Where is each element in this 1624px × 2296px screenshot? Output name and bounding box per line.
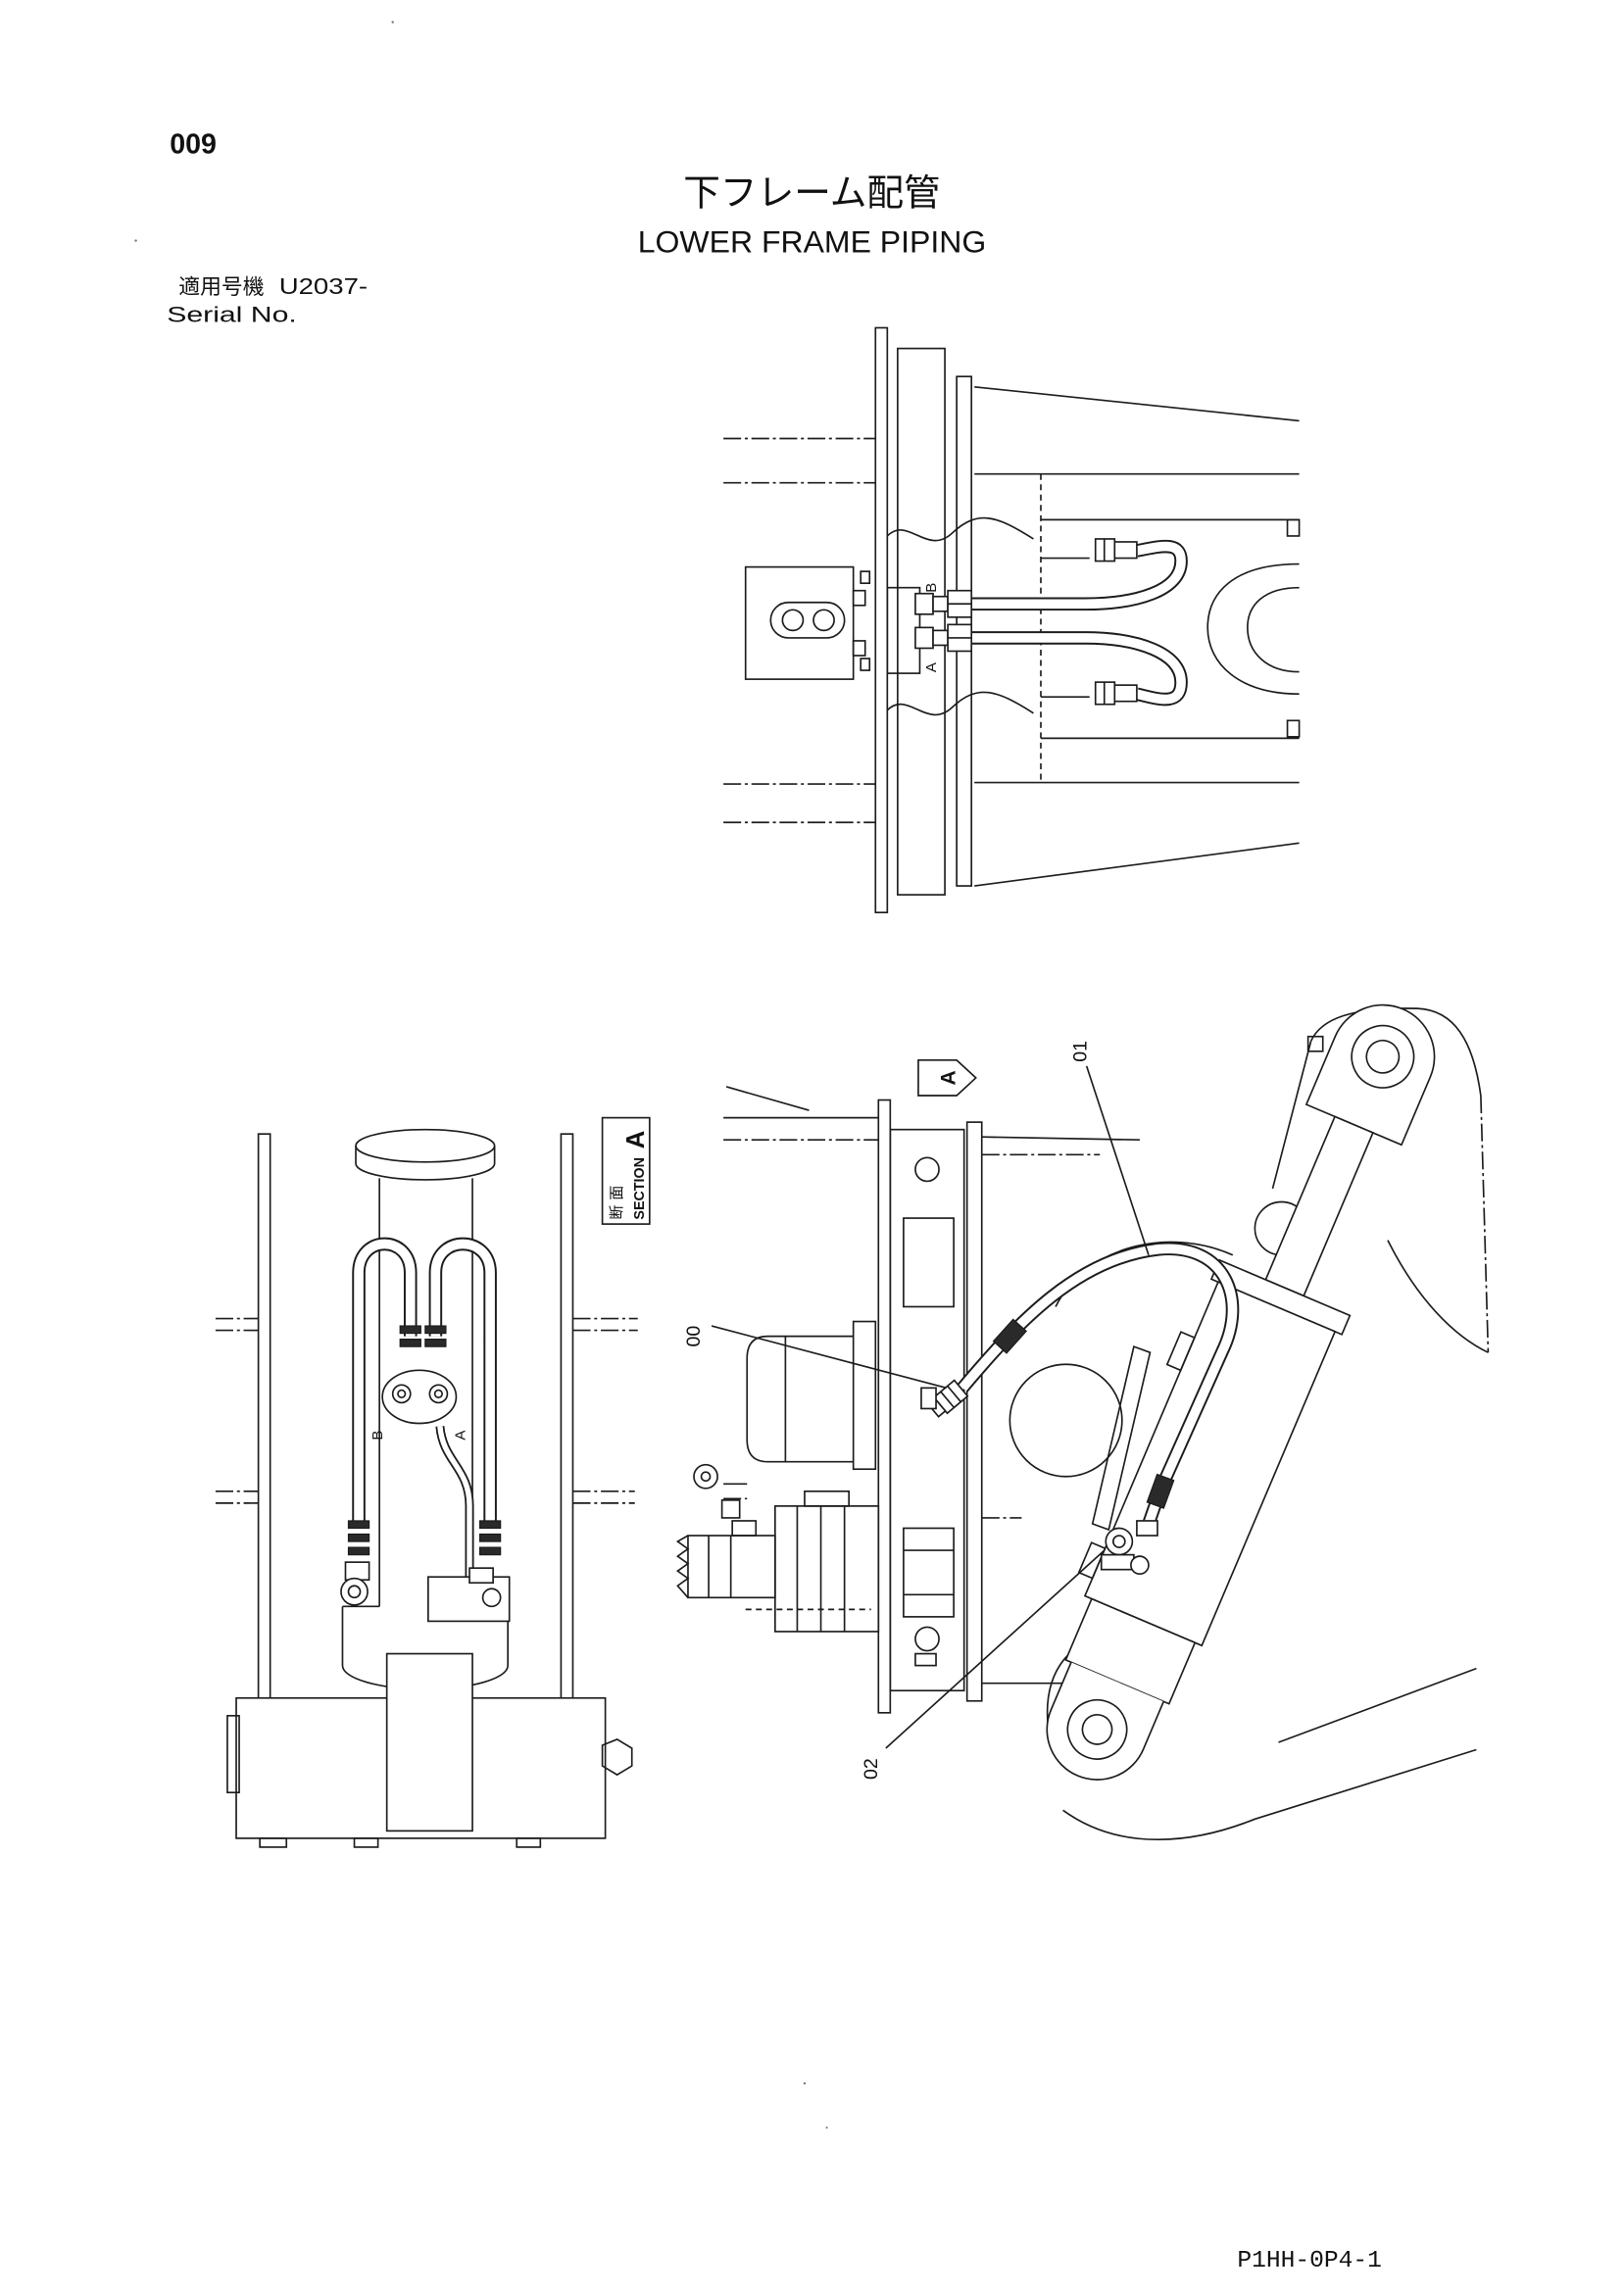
top-view-drawing: B A bbox=[723, 326, 1301, 914]
part-callouts: 01 00 02 bbox=[683, 1041, 1150, 1780]
callout-leader-01 bbox=[1085, 1065, 1150, 1255]
scan-speck bbox=[803, 2081, 807, 2085]
side-view-drawing: A 01 00 02 bbox=[675, 1003, 1490, 1840]
view-arrow-a: A bbox=[917, 1059, 977, 1097]
section-port-b-label: B bbox=[369, 1431, 386, 1441]
top-view-frame-lines-right bbox=[974, 385, 1300, 887]
swing-motor bbox=[675, 1463, 880, 1633]
top-view-port-b-label: B bbox=[923, 583, 940, 593]
serial-label-english: Serial No. bbox=[167, 302, 297, 326]
top-view-frame-lines-left bbox=[723, 437, 876, 824]
section-title-japanese: 断 面 bbox=[608, 1186, 625, 1220]
callout-00: 00 bbox=[683, 1326, 705, 1347]
top-view-port-a-label: A bbox=[923, 662, 940, 672]
section-a-title-box: 断 面 SECTION A bbox=[601, 1116, 651, 1225]
scan-speck bbox=[391, 21, 394, 24]
swing-plates bbox=[874, 326, 1034, 914]
side-view-frame-lines bbox=[723, 1086, 1140, 1685]
page-title-japanese: 下フレーム配管 bbox=[683, 171, 940, 214]
fitting-02 bbox=[1100, 1520, 1158, 1576]
hose-01 bbox=[957, 1242, 1240, 1527]
scan-speck bbox=[825, 2126, 828, 2129]
callout-02: 02 bbox=[861, 1758, 882, 1780]
boom-foot-outline bbox=[1206, 518, 1301, 738]
callout-01: 01 bbox=[1070, 1041, 1092, 1062]
fitting-00 bbox=[920, 1379, 969, 1418]
serial-number-value: U2037- bbox=[279, 273, 368, 299]
section-hose-sleeves bbox=[347, 1325, 502, 1556]
section-a-drawing: B A 断 面 SECTION A bbox=[215, 1116, 651, 1848]
callout-leader-00 bbox=[711, 1325, 947, 1390]
section-base bbox=[226, 1652, 633, 1848]
boom-cylinder bbox=[1046, 1003, 1436, 1781]
section-port-a-label: A bbox=[453, 1431, 469, 1441]
cylinder-rigid-pipe bbox=[1091, 1345, 1152, 1532]
page-number: 009 bbox=[170, 129, 217, 161]
top-view-hoses bbox=[971, 539, 1188, 707]
section-title-english: SECTION bbox=[632, 1157, 648, 1220]
swing-bracket-block bbox=[744, 565, 921, 680]
section-frame-lines bbox=[215, 1317, 638, 1504]
scan-speck bbox=[134, 239, 137, 242]
scan-specks bbox=[134, 21, 828, 2129]
drawing-code: P1HH-0P4-1 bbox=[1237, 2248, 1382, 2274]
section-hoses bbox=[352, 1237, 497, 1578]
serial-label-japanese: 適用号機 bbox=[178, 275, 264, 300]
callout-leader-02 bbox=[885, 1549, 1106, 1749]
page-header: 009 下フレーム配管 LOWER FRAME PIPING 適用号機 U203… bbox=[167, 129, 986, 327]
section-title-letter: A bbox=[622, 1131, 650, 1149]
page-title-english: LOWER FRAME PIPING bbox=[638, 224, 987, 260]
top-view-fittings bbox=[914, 538, 1138, 706]
view-arrow-letter: A bbox=[938, 1070, 960, 1085]
side-view-swing-plates bbox=[877, 1099, 983, 1714]
section-fittings bbox=[340, 1369, 511, 1623]
swing-pin-housing bbox=[746, 1320, 877, 1471]
